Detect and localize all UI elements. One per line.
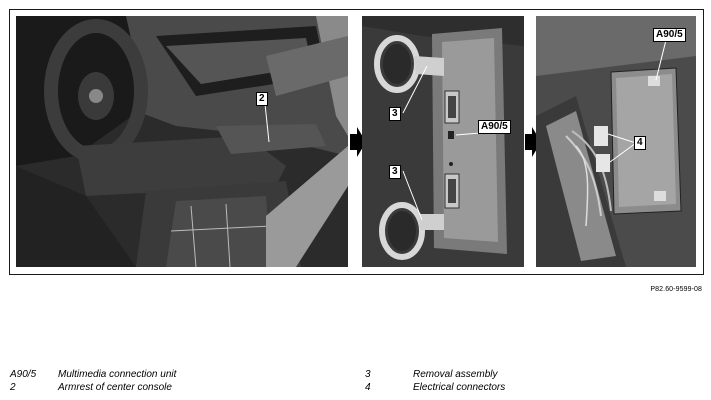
legend-left: A90/5 Multimedia connection unit 2 Armrest… bbox=[10, 368, 176, 394]
callout-connection-unit-right: A90/5 bbox=[653, 28, 686, 42]
callout-armrest: 2 bbox=[256, 92, 268, 106]
legend-text: Multimedia connection unit bbox=[58, 369, 177, 380]
legend-item: 4 Electrical connectors bbox=[365, 381, 505, 394]
legend-text: Armrest of center console bbox=[58, 382, 172, 393]
legend-code: 4 bbox=[365, 382, 371, 393]
legend-code: A90/5 bbox=[10, 369, 37, 380]
legend-code: 2 bbox=[10, 382, 16, 393]
callout-connectors: 4 bbox=[634, 136, 646, 150]
callout-removal-bottom: 3 bbox=[389, 165, 401, 179]
connectors-photo: 4 A90/5 bbox=[536, 16, 696, 267]
arrow-right-icon bbox=[525, 127, 541, 157]
figure-code: P82.60-9599-08 bbox=[650, 286, 702, 293]
legend-code: 3 bbox=[365, 369, 371, 380]
legend-text: Removal assembly bbox=[413, 369, 498, 380]
legend-right: 3 Removal assembly 4 Electrical connectors bbox=[365, 368, 505, 394]
legend-text: Electrical connectors bbox=[413, 382, 506, 393]
callout-removal-top: 3 bbox=[389, 107, 401, 121]
legend-item: 3 Removal assembly bbox=[365, 368, 505, 381]
arrow-right-icon bbox=[350, 127, 366, 157]
connection-unit-photo: 3 3 A90/5 bbox=[362, 16, 524, 267]
callout-connection-unit-mid: A90/5 bbox=[478, 120, 511, 134]
legend-item: A90/5 Multimedia connection unit bbox=[10, 368, 176, 381]
legend-item: 2 Armrest of center console bbox=[10, 381, 176, 394]
interior-photo: 2 bbox=[16, 16, 348, 267]
